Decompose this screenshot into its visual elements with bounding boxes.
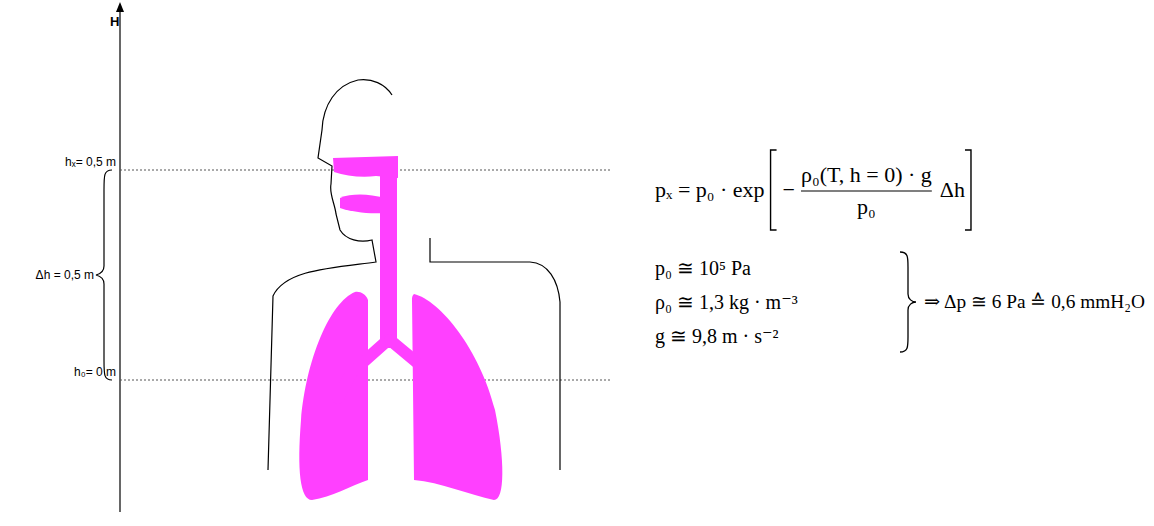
height-axis: [119, 6, 120, 512]
close-bracket: [965, 150, 971, 230]
formula-term: Δh: [940, 177, 965, 203]
given-value: ρ₀ ≅ 1,3 kg · m⁻³: [655, 290, 798, 314]
body-outline-front: [268, 80, 392, 470]
right-bronchus: [390, 340, 444, 396]
oral-cavity: [340, 195, 384, 214]
height-difference-label: Δh = 0,5 m: [36, 268, 94, 282]
given-value: g ≅ 9,8 m · s⁻²: [655, 324, 779, 348]
trachea: [380, 158, 397, 348]
level-label: hₓ= 0,5 m: [65, 155, 116, 169]
body-outline-back: [430, 238, 560, 470]
fraction-numerator: ρ₀(T, h = 0) · g: [801, 162, 932, 188]
left-bronchus: [338, 340, 388, 398]
axis-arrowhead: [116, 2, 124, 12]
bronchi: [338, 340, 444, 398]
height-brace: [96, 170, 112, 380]
open-bracket: [771, 150, 777, 230]
axis-name: H: [110, 14, 119, 30]
formula-left: pₓ = p₀ · exp: [655, 177, 765, 203]
formula-sign: −: [783, 177, 795, 203]
airways: [299, 156, 502, 500]
body-outline: [268, 80, 560, 470]
given-value: p₀ ≅ 10⁵ Pa: [655, 256, 751, 280]
fraction-bar: [801, 190, 932, 191]
given-brace: [900, 252, 916, 352]
fraction-denominator: p₀: [857, 194, 876, 220]
result-label: ⇒ Δp ≅ 6 Pa ≙ 0,6 mmH₂O: [924, 290, 1145, 313]
level-label: h₀= 0 m: [74, 365, 116, 379]
right-lung: [412, 294, 502, 500]
